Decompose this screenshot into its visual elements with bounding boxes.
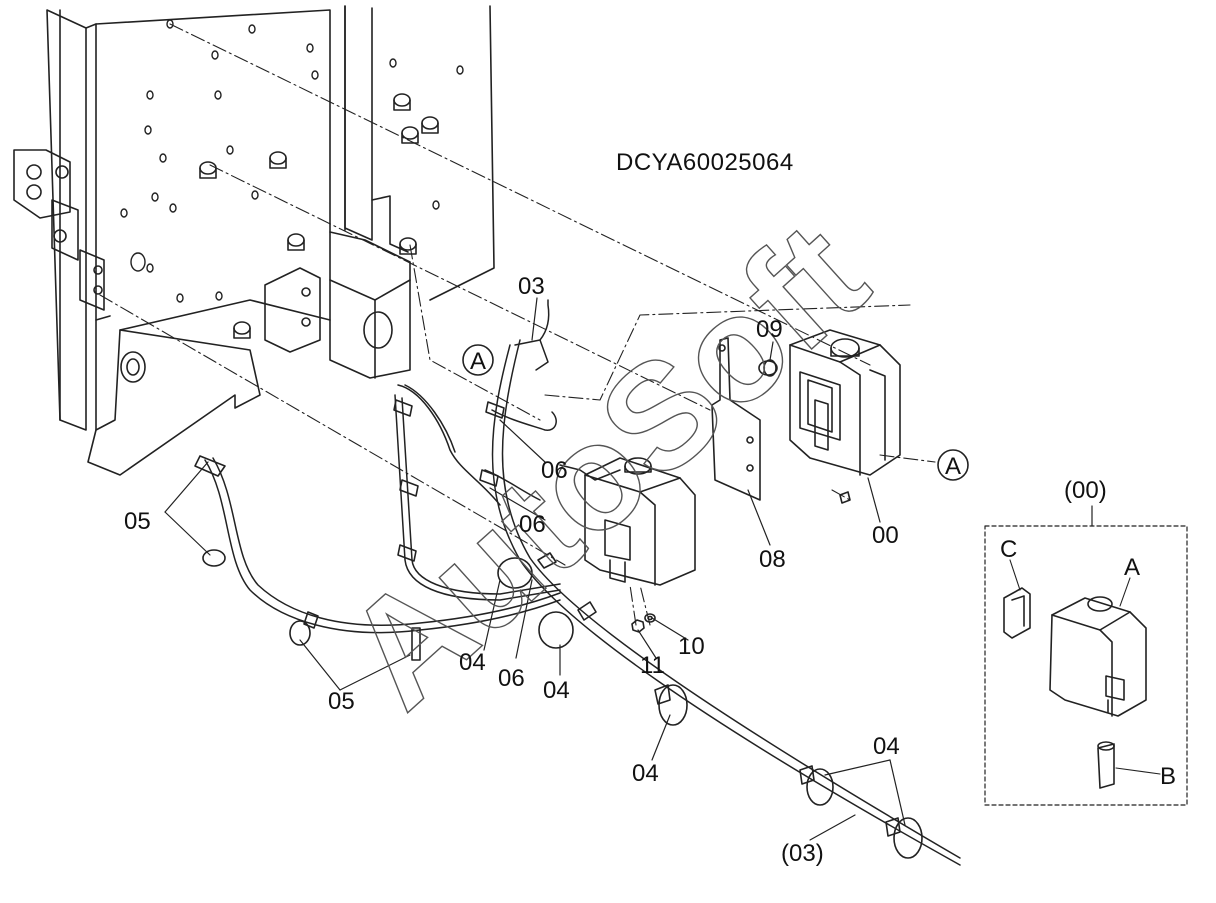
drawing-code: DCYA60025064 <box>616 149 794 176</box>
callout-06-upper: 06 <box>541 457 568 484</box>
detail-label-a: A <box>1124 554 1140 581</box>
callout-11: 11 <box>640 652 665 679</box>
callout-04-c: 04 <box>632 760 659 787</box>
frame-panel <box>13 5 495 476</box>
callout-00: 00 <box>872 522 899 549</box>
svg-text:AutoSoft: AutoSoft <box>314 191 897 739</box>
ref-circle-right <box>937 449 969 481</box>
bracket-plate <box>711 337 761 501</box>
ref-marker-right: A <box>945 453 961 480</box>
callout-03-ref: (03) <box>781 840 824 867</box>
callout-04-a: 04 <box>459 649 486 676</box>
washer-tank-small <box>584 457 696 586</box>
detail-label-b: B <box>1160 763 1176 790</box>
callout-05-left: 05 <box>124 508 151 535</box>
watermark: AutoSoft <box>313 190 897 740</box>
callout-08: 08 <box>759 546 786 573</box>
washer-tank-large <box>763 329 901 504</box>
detail-box-title: (00) <box>1064 477 1107 504</box>
hoses <box>204 299 961 866</box>
clamps <box>194 360 923 859</box>
callout-09: 09 <box>756 316 783 343</box>
callout-03: 03 <box>518 273 545 300</box>
callout-04-b: 04 <box>543 677 570 704</box>
callout-06-middle: 06 <box>519 511 546 538</box>
detail-label-c: C <box>1000 536 1017 563</box>
leader-lines <box>164 297 906 841</box>
callout-06-lower: 06 <box>498 665 525 692</box>
callout-04-d: 04 <box>873 733 900 760</box>
chain-lines <box>99 23 936 626</box>
detail-box <box>984 505 1188 806</box>
ref-marker-left: A <box>470 348 486 375</box>
callout-05-bottom: 05 <box>328 688 355 715</box>
ref-circle-left <box>462 344 494 376</box>
callout-10: 10 <box>678 633 705 660</box>
